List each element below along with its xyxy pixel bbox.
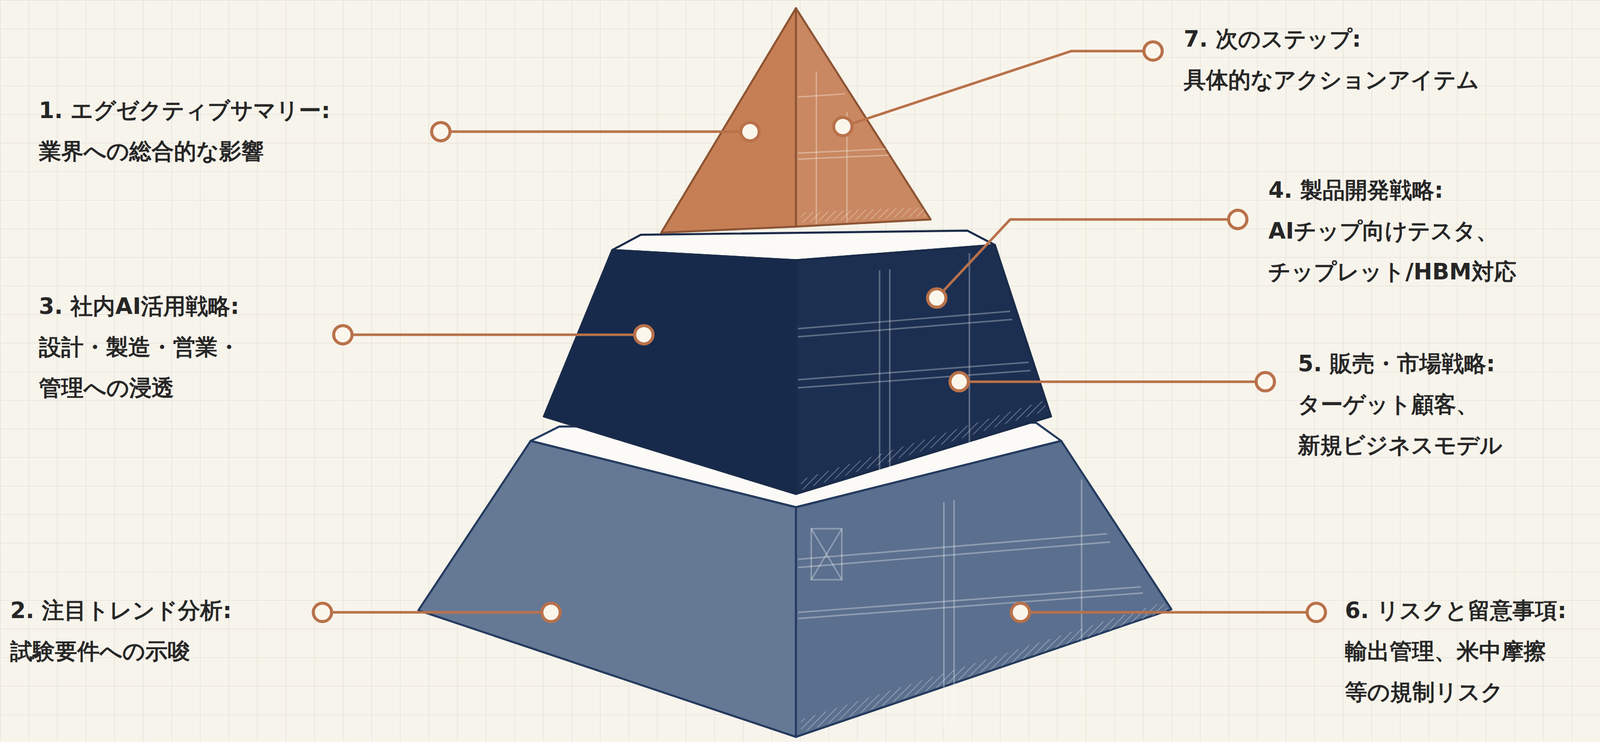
callout-body: 業界への総合的な影響: [38, 130, 266, 172]
callout-label: 4. 製品開発戦略:AIチップ向けテスタ、 チップレット/HBM対応: [1268, 169, 1519, 293]
callout-heading: 3. 社内AI活用戦略:: [38, 285, 242, 327]
callout-label: 5. 販売・市場戦略:ターゲット顧客、 新規ビジネスモデル: [1297, 343, 1505, 466]
callout-heading: 2. 注目トレンド分析:: [10, 589, 232, 631]
leader-dots: [313, 41, 1326, 622]
callout-label: 7. 次のステップ:具体的なアクションアイテム: [1183, 18, 1481, 101]
callout-body: 具体的なアクションアイテム: [1183, 59, 1481, 101]
callout-label: 6. リスクと留意事項:輸出管理、米中摩擦 等の規制リスク: [1344, 589, 1567, 713]
callout-heading: 4. 製品開発戦略:: [1268, 169, 1519, 211]
callout-heading: 5. 販売・市場戦略:: [1297, 343, 1505, 384]
callout-body: AIチップ向けテスタ、 チップレット/HBM対応: [1268, 210, 1519, 293]
callout-label: 1. エグゼクティブサマリー:業界への総合的な影響: [38, 89, 331, 172]
top-blueprint-lines: [797, 71, 889, 225]
middle-hatch: [801, 400, 1049, 490]
callout-heading: 1. エグゼクティブサマリー:: [38, 89, 331, 131]
callout-heading: 6. リスクと留意事項:: [1344, 589, 1567, 631]
bottom-hatch: [801, 602, 1169, 733]
bottom-blueprint-lines: [797, 479, 1143, 727]
callout-body: 輸出管理、米中摩擦 等の規制リスク: [1344, 630, 1549, 713]
callout-label: 3. 社内AI活用戦略:設計・製造・営業・ 管理への浸透: [38, 285, 242, 409]
middle-tier: [543, 230, 1051, 495]
callout-body: 試験要件への示唆: [10, 630, 192, 672]
callout-body: 設計・製造・営業・ 管理への浸透: [38, 326, 242, 409]
callout-heading: 7. 次のステップ:: [1183, 18, 1481, 60]
leader-lines: [322, 51, 1317, 613]
callout-body: ターゲット顧客、 新規ビジネスモデル: [1297, 383, 1505, 466]
top-hatch: [801, 206, 927, 223]
callout-label: 2. 注目トレンド分析:試験要件への示唆: [10, 589, 232, 672]
top-tier: [661, 8, 931, 233]
